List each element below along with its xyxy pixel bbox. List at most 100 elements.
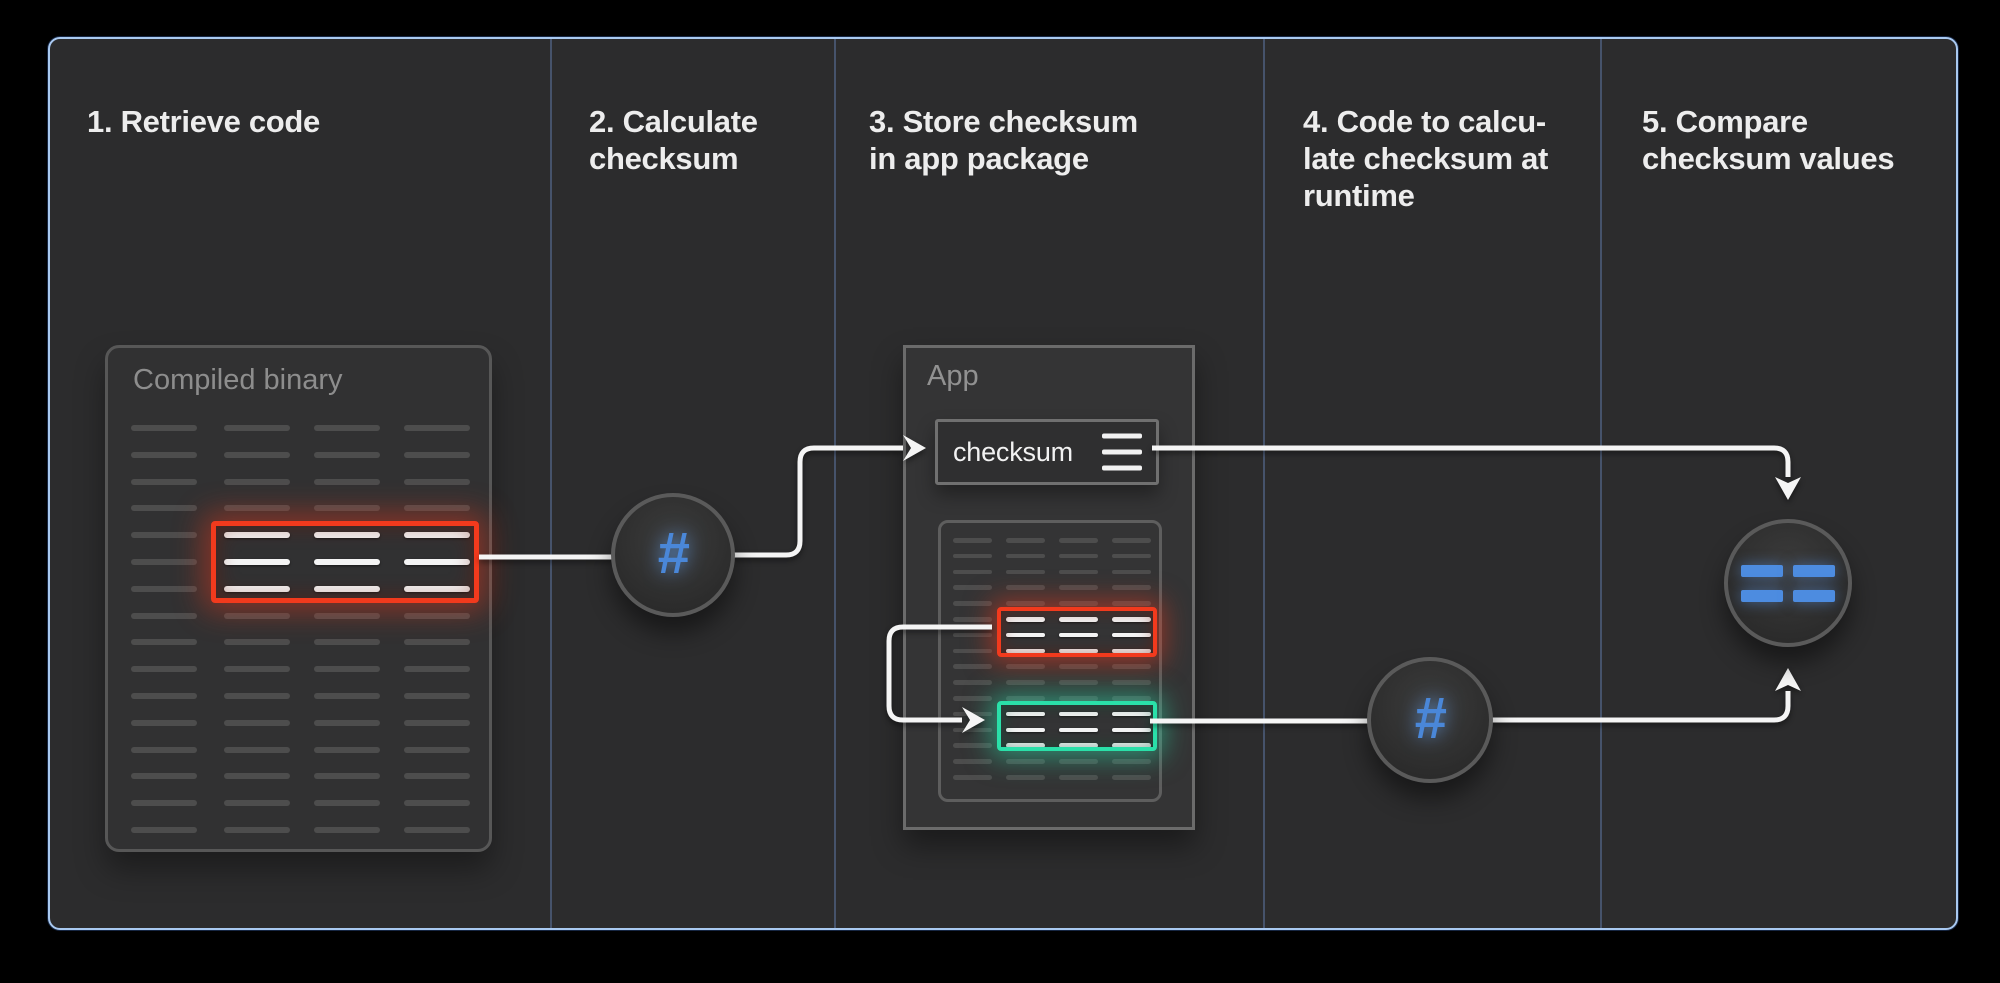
code-line-dash (404, 559, 470, 565)
code-line-dash (1059, 632, 1098, 638)
code-line-dash (314, 478, 380, 485)
equals-icon (1741, 564, 1835, 602)
code-line-dash (314, 827, 380, 833)
code-line-dash (953, 585, 992, 590)
code-line-dash (314, 505, 380, 512)
code-line-dash (314, 639, 380, 646)
code-line-dash (1059, 743, 1098, 748)
code-line-dash (1059, 569, 1098, 575)
code-line-dash (224, 532, 290, 539)
code-line-dash (953, 680, 992, 685)
code-line-dash (953, 743, 992, 748)
code-line-dash (131, 425, 197, 431)
code-line-dash (1112, 601, 1151, 606)
code-line-dash (404, 666, 470, 673)
code-line-dash (953, 775, 992, 780)
code-line-dash (131, 693, 197, 699)
app-code-document (938, 520, 1162, 802)
step-1-label: 1. Retrieve code (87, 104, 320, 139)
diagram-panel: 1. Retrieve code 2. Calculate checksum 3… (48, 37, 1958, 930)
code-line-dash (404, 478, 470, 485)
code-line-dash (224, 666, 290, 673)
compiled-binary-document: Compiled binary (105, 345, 492, 852)
checksum-label: checksum (953, 436, 1073, 467)
code-line-dash (224, 773, 290, 780)
code-line-dash (404, 773, 470, 780)
code-line-dash (314, 585, 380, 592)
code-line-dash (224, 505, 290, 512)
code-line-dash (1059, 664, 1098, 669)
code-line-dash (131, 478, 197, 485)
code-line-dash (953, 538, 992, 543)
code-line-dash (224, 639, 290, 646)
code-line-dash (131, 719, 197, 726)
code-line-dash (1059, 601, 1098, 606)
code-line-dash (1059, 617, 1098, 622)
code-line-dash (314, 666, 380, 673)
code-line-dash (314, 800, 380, 807)
code-line-dash (224, 800, 290, 807)
code-line-dash (1006, 743, 1045, 748)
code-line-dash (1006, 759, 1045, 764)
code-line-dash (1112, 727, 1151, 733)
code-line-dash (953, 759, 992, 764)
code-line-dash (131, 505, 197, 512)
code-line-dash (131, 639, 197, 646)
code-line-dash (131, 585, 197, 592)
code-line-dash (1006, 664, 1045, 669)
code-line-dash (1059, 585, 1098, 590)
checksum-box: checksum (935, 419, 1159, 485)
code-line-dash (1006, 711, 1045, 717)
code-line-dash (1112, 711, 1151, 717)
code-line-dash (224, 746, 290, 753)
code-line-dash (404, 719, 470, 726)
code-line-dash (224, 612, 290, 619)
column-divider-1 (550, 39, 552, 928)
code-line-dash (1006, 553, 1045, 559)
code-line-dash (1006, 617, 1045, 622)
column-divider-2 (834, 39, 836, 928)
app-package-box: App (903, 345, 1195, 830)
code-line-dash (1006, 775, 1045, 780)
code-line-dash (1006, 648, 1045, 654)
code-line-dash (1006, 680, 1045, 685)
code-line-dash (1112, 585, 1151, 590)
code-line-dash (314, 612, 380, 619)
step-3-label: 3. Store checksum in app package (869, 104, 1138, 176)
code-line-dash (1006, 569, 1045, 575)
code-line-dash (314, 773, 380, 780)
code-line-dash (1059, 775, 1098, 780)
code-line-dash (314, 425, 380, 431)
code-line-dash (953, 553, 992, 559)
code-line-dash (1112, 553, 1151, 559)
code-line-dash (953, 632, 992, 638)
code-line-dash (131, 559, 197, 565)
code-line-dash (953, 569, 992, 575)
code-line-dash (1059, 727, 1098, 733)
code-line-dash (404, 451, 470, 458)
code-line-dash (314, 693, 380, 699)
code-line-dash (404, 827, 470, 833)
hamburger-menu-icon (1102, 433, 1142, 471)
code-line-dash (224, 451, 290, 458)
code-line-dash (953, 664, 992, 669)
code-line-dash (953, 711, 992, 717)
code-line-dash (224, 425, 290, 431)
code-line-dash (131, 451, 197, 458)
code-line-dash (314, 719, 380, 726)
hash-operator-circle: # (611, 493, 735, 617)
code-line-dash (404, 693, 470, 699)
code-line-dash (1112, 569, 1151, 575)
code-line-dash (404, 746, 470, 753)
highlighted-code-red-box (211, 521, 479, 603)
code-line-dash (1006, 632, 1045, 638)
code-line-dash (131, 827, 197, 833)
code-line-dash (314, 451, 380, 458)
app-code-lines (941, 523, 1159, 799)
code-line-dash (224, 827, 290, 833)
code-line-dash (1059, 680, 1098, 685)
code-line-dash (1112, 680, 1151, 685)
code-line-dash (131, 532, 197, 539)
code-line-dash (1059, 553, 1098, 559)
code-line-dash (224, 719, 290, 726)
